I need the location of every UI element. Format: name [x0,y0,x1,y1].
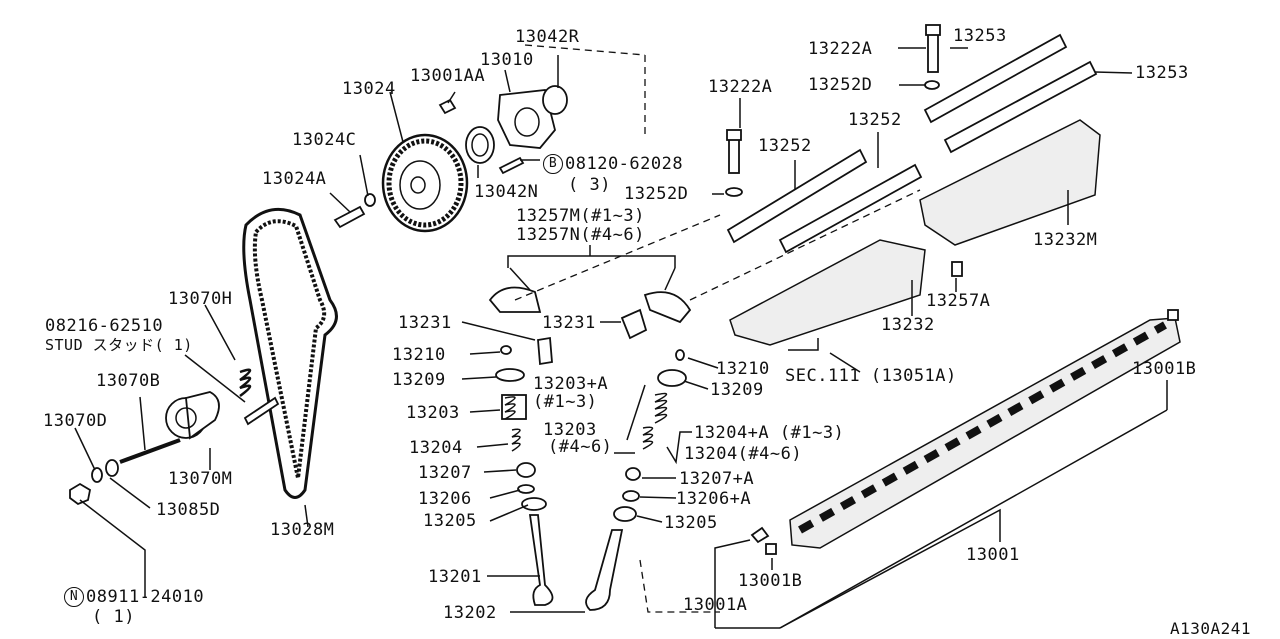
label-13201: 13201 [428,567,482,587]
label-13257A: 13257A [926,291,991,311]
label-13231-right: 13231 [542,313,596,333]
label-13210-left: 13210 [392,345,446,365]
label-13207A: 13207+A [679,469,755,489]
circle-n-icon: N [64,587,84,607]
cam-housings [729,119,1101,346]
label-08216-62510: 08216-62510 [45,316,164,336]
label-13232M: 13232M [1033,230,1098,250]
label-13257N: 13257N(#4~6) [516,225,645,245]
label-13001AA: 13001AA [410,66,486,86]
label-13001B-right: 13001B [1132,359,1197,379]
label-08120-qty: ( 3) [568,175,611,195]
label-13209-left: 13209 [392,370,446,390]
valve-train-right [585,308,687,611]
label-13001A: 13001A [683,595,748,615]
label-13252D-mid: 13252D [624,184,689,204]
label-13001B-bottom: 13001B [738,571,803,591]
label-13203-left: 13203 [406,403,460,423]
label-13222A-mid: 13222A [708,77,773,97]
label-13042N: 13042N [474,182,539,202]
label-13253-a: 13253 [953,26,1007,46]
label-13070H: 13070H [168,289,233,309]
label-13203-mid: 13203 [543,420,597,440]
part-08911: 08911-24010 [86,587,205,607]
label-13085D: 13085D [156,500,221,520]
label-08911-qty: ( 1) [92,607,135,627]
label-13203-mid-qual: (#4~6) [548,437,613,457]
label-13070D: 13070D [43,411,108,431]
timing-belt [242,207,338,499]
label-13207-left: 13207 [418,463,472,483]
label-13010: 13010 [480,50,534,70]
label-13232: 13232 [881,315,935,335]
label-13253-b: 13253 [1135,63,1189,83]
label-13206-left: 13206 [418,489,472,509]
rocker-shafts [726,33,1098,254]
label-13203A-qual: (#1~3) [533,392,598,412]
label-13252-b: 13252 [848,110,902,130]
label-13070M: 13070M [168,469,233,489]
label-13252D-top: 13252D [808,75,873,95]
label-13070B: 13070B [96,371,161,391]
label-13204A: 13204+A (#1~3) [694,423,845,443]
sprocket-bolt [333,193,376,229]
camshaft [750,309,1181,555]
label-sec111: SEC.111 (13051A) [785,366,957,386]
label-13205-right: 13205 [664,513,718,533]
label-13024A: 13024A [262,169,327,189]
label-13028M: 13028M [270,520,335,540]
label-13210-right: 13210 [716,359,770,379]
shaft-bolts [725,24,941,197]
label-13206A: 13206+A [676,489,752,509]
label-13024: 13024 [342,79,396,99]
label-13252-a: 13252 [758,136,812,156]
label-13204-right: 13204(#4~6) [684,444,803,464]
cam-housing-front [438,85,568,175]
label-13205-left: 13205 [423,511,477,531]
label-13209-right: 13209 [710,380,764,400]
circle-b-icon: B [543,154,563,174]
label-13042R: 13042R [515,27,580,47]
label-stud: STUD スタッド( 1) [45,336,193,354]
label-13024C: 13024C [292,130,357,150]
label-13001: 13001 [966,545,1020,565]
part-08120: 08120-62028 [565,154,684,174]
diagram-id: A130A241 [1170,619,1252,638]
tensioner-parts [69,368,280,506]
label-13222A-top: 13222A [808,39,873,59]
label-13231-left: 13231 [398,313,452,333]
label-13202: 13202 [443,603,497,623]
leader-lines [74,47,1168,629]
label-13203A: 13203+A [533,374,609,394]
label-13257M: 13257M(#1~3) [516,206,645,226]
cam-sprocket [381,133,469,233]
valve-train-left [495,336,554,606]
label-13204-left: 13204 [409,438,463,458]
